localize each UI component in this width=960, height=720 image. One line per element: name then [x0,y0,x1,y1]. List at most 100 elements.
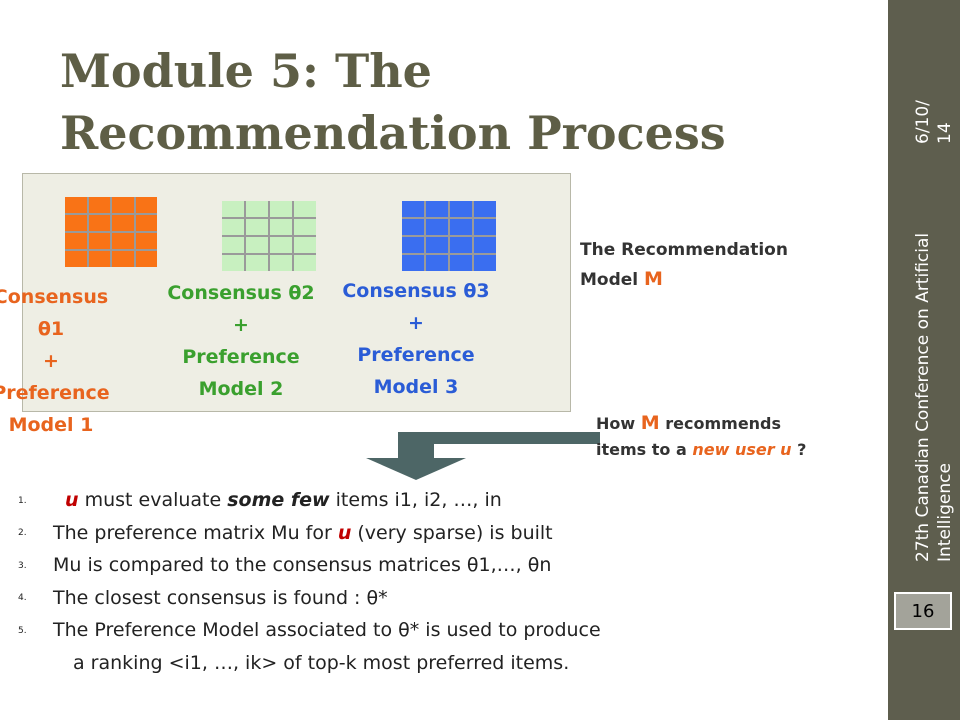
grid-cell [450,255,472,271]
consensus-2-plus: + [233,314,249,336]
grid-cell [112,215,134,231]
grid-cell [65,251,87,267]
step-1-c: items i1, i2, …, in [329,489,502,511]
grid-cell [246,201,268,217]
grid-cell [65,215,87,231]
grid-cell [135,251,157,267]
sidebar-conference: 27th Canadian Conference on Artificial I… [913,232,955,562]
model-label-text: Model [580,270,639,290]
grid-cell [135,215,157,231]
grid-cell [65,197,87,213]
step-2-a: The preference matrix Mu for [53,521,338,544]
model-label-line1: The Recommendation [580,240,788,260]
step-4-num: 4. [18,593,27,603]
question-part2: recommends [665,414,782,433]
step-1: 1.u must evaluate some few items i1, i2,… [18,484,601,517]
consensus-2-line3: Preference [182,346,300,368]
question-text: How M recommends items to a new user u ? [596,410,806,463]
grid-cell [270,219,292,235]
step-5-num: 5. [18,625,27,636]
arrow-stem [398,432,434,458]
grid-cell [88,233,110,249]
grid-cell [402,219,424,235]
grid-cell [222,255,244,271]
grid-cell [294,237,316,253]
model-symbol: M [644,268,663,290]
grid-cell [246,255,268,271]
step-4-a: The closest consensus is found : θ* [53,586,388,609]
grid-cell [270,255,292,271]
step-3-num: 3. [18,560,27,571]
grid-cell [135,233,157,249]
sidebar-date: 6/10/ 14 [913,100,955,144]
grid-cell [474,255,496,271]
question-part3: items to a [596,440,687,459]
step-5: 5. The Preference Model associated to θ* … [18,614,601,647]
question-part4: ? [797,440,807,459]
grid-cell [294,201,316,217]
grid-cell [222,237,244,253]
question-line2: items to a new user u ? [596,437,806,463]
step-2: 2. The preference matrix Mu for u (very s… [18,517,601,550]
step-2-num: 2. [18,528,27,538]
grid-cell [294,219,316,235]
consensus-3-line1: Consensus θ3 [342,280,490,302]
consensus-3-line3: Preference [357,344,475,366]
grid-cell [402,201,424,217]
grid-cell [112,251,134,267]
recommendation-model-label: The Recommendation Model M [580,236,788,295]
question-line1: How M recommends [596,410,806,437]
grid-cell [112,197,134,213]
grid-cell [426,219,448,235]
model-label-line2: Model M [580,265,788,295]
question-symbol: M [640,412,660,434]
grid-cell [112,233,134,249]
consensus-3-plus: + [408,312,424,334]
grid-cell [270,201,292,217]
consensus-1-line4: Model 1 [8,414,94,436]
consensus-1-line3: Preference [0,382,110,404]
consensus-2-line4: Model 2 [198,378,284,400]
consensus-1-line1: Consensus θ1 [0,286,109,340]
consensus-1-plus: + [43,350,59,372]
grid-cell [474,201,496,217]
grid-cell [426,237,448,253]
grid-cell [222,201,244,217]
page-number: 16 [894,592,952,630]
step-2-u: u [337,521,352,544]
consensus-grid-1 [65,197,157,267]
step-3-a: Mu is compared to the consensus matrices… [53,554,552,576]
consensus-grid-2 [222,201,316,271]
grid-cell [450,219,472,235]
grid-cell [88,215,110,231]
step-3: 3. Mu is compared to the consensus matric… [18,549,601,582]
step-5-cont: a ranking <i1, …, ik> of top-k most pref… [18,647,601,679]
question-italic: new user u [692,440,792,459]
consensus-2-line1: Consensus θ2 [167,282,315,304]
arrow-bar [432,432,600,444]
arrow-down-icon [366,458,466,480]
question-part1: How [596,414,636,433]
grid-cell [65,233,87,249]
consensus-grid-3 [402,201,496,271]
grid-cell [135,197,157,213]
grid-cell [270,237,292,253]
step-2-c: (very sparse) is built [351,521,553,544]
grid-cell [450,237,472,253]
step-1-b: some few [227,489,330,511]
grid-cell [222,219,244,235]
step-5-a: The Preference Model associated to θ* is… [53,619,601,641]
step-1-a: must evaluate [78,489,228,511]
step-6-a: a ranking <i1, …, ik> of top-k most pref… [73,651,570,674]
consensus-label-2: Consensus θ2 + Preference Model 2 [166,277,316,405]
grid-cell [450,201,472,217]
grid-cell [426,201,448,217]
steps-list: 1.u must evaluate some few items i1, i2,… [18,484,601,679]
grid-cell [402,255,424,271]
grid-cell [426,255,448,271]
grid-cell [246,237,268,253]
grid-cell [474,237,496,253]
step-1-u: u [65,489,79,511]
grid-cell [88,197,110,213]
grid-cell [294,255,316,271]
